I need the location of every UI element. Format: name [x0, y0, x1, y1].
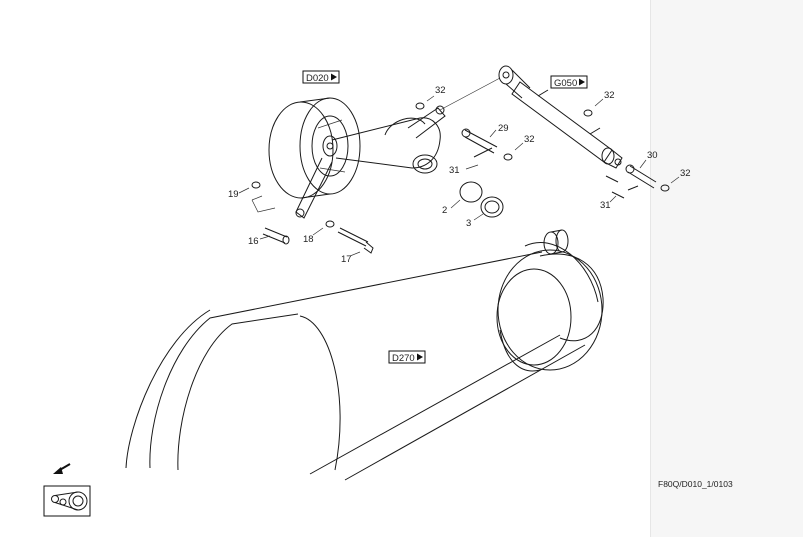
- callout-29: 29: [498, 123, 509, 134]
- callout-17: 17: [341, 254, 352, 265]
- idler-pulley-assembly: [268, 77, 501, 219]
- direction-arrow-icon: [53, 463, 71, 474]
- callout-32: 32: [524, 134, 535, 145]
- callout-31: 31: [449, 165, 460, 176]
- callout-19: 19: [228, 189, 239, 200]
- callout-30: 30: [647, 150, 658, 161]
- callout-32: 32: [435, 85, 446, 96]
- ref-box-g050[interactable]: G050: [550, 75, 588, 89]
- hydraulic-cylinder: [498, 65, 623, 169]
- belt-view-icon[interactable]: [43, 485, 91, 517]
- leader-lines: [238, 95, 680, 257]
- ref-label-d020: D020: [306, 73, 329, 84]
- callout-32: 32: [680, 168, 691, 179]
- belt-roller: [543, 229, 569, 255]
- callout-16: 16: [248, 236, 259, 247]
- scan-edge: [650, 0, 803, 537]
- drawing-code: F80Q/D010_1/0103: [658, 479, 733, 489]
- ref-box-d020[interactable]: D020: [302, 70, 340, 84]
- triangle-right-icon: [331, 73, 337, 81]
- callout-18: 18: [303, 234, 314, 245]
- triangle-right-icon: [417, 353, 423, 361]
- callout-32: 32: [604, 90, 615, 101]
- ref-label-d270: D270: [392, 353, 415, 364]
- callout-31: 31: [600, 200, 611, 211]
- large-pulley: [496, 242, 603, 372]
- callouts: 32 29 32 31 32 30 31 32 2 3 19 16 18 17: [228, 85, 691, 265]
- ref-box-d270[interactable]: D270: [388, 350, 426, 364]
- triangle-right-icon: [579, 78, 585, 86]
- callout-3: 3: [466, 218, 471, 229]
- hardware-parts: [251, 102, 670, 254]
- ref-label-g050: G050: [554, 78, 577, 89]
- callout-2: 2: [442, 205, 447, 216]
